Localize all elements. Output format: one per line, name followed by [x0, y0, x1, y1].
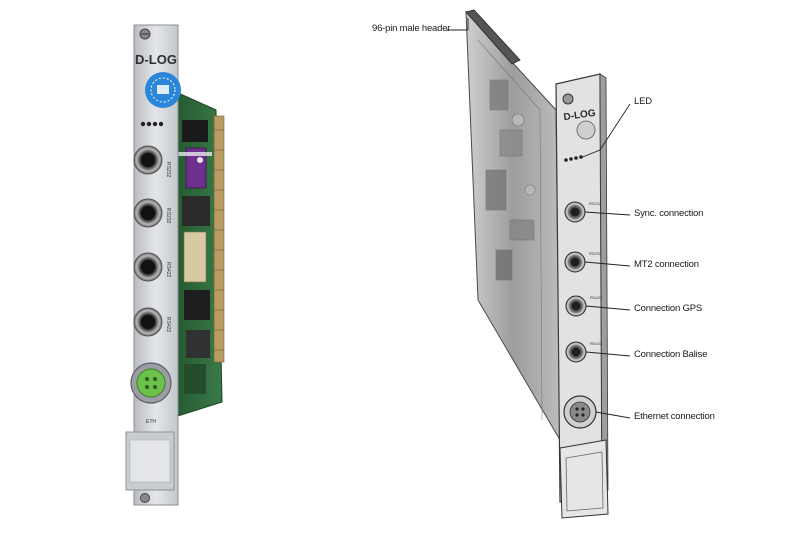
callout-leader-lines [446, 18, 631, 419]
left-port-4 [133, 307, 163, 337]
left-bottom-screw-icon [140, 493, 150, 503]
callout-led: LED [634, 96, 652, 107]
left-port-4-label: RS422 [165, 317, 171, 333]
left-port-3-label: RS422 [165, 262, 171, 278]
right-module-drawing: D-LOG RS232 RS232 RS422 RS422 [446, 9, 631, 519]
leader-balise [585, 351, 631, 357]
right-led-row [564, 155, 583, 162]
left-eth-label: ETH [146, 419, 156, 425]
right-front-panel [555, 73, 603, 503]
leader-sync [584, 211, 631, 216]
right-port-mt2 [564, 251, 586, 273]
left-port-2-label: RS232 [165, 208, 171, 224]
callout-96pin-header: 96-pin male header [372, 23, 451, 34]
callout-mt2-connection: MT2 connection [634, 259, 699, 270]
right-port-4-label: RS422 [590, 341, 603, 346]
leader-ethernet [595, 411, 631, 419]
leader-mt2 [584, 261, 631, 267]
left-module-photo: D-LOG RS232 RS232 RS422 [125, 24, 225, 506]
right-port-balise [565, 341, 587, 363]
right-ethernet-connector [563, 395, 597, 429]
left-blue-sticker [145, 72, 181, 108]
right-96pin-header [465, 9, 521, 65]
callout-connection-balise: Connection Balise [634, 349, 708, 360]
leader-gps [585, 305, 631, 311]
right-brand-label: D-LOG [563, 108, 597, 123]
left-pcb-board [175, 91, 225, 417]
leader-led [579, 103, 631, 159]
right-port-sync [564, 201, 586, 223]
right-bottom-handle [559, 439, 609, 519]
left-port-1 [133, 145, 163, 175]
right-port-1-label: RS232 [589, 201, 602, 206]
left-port-1-label: RS232 [165, 162, 171, 178]
right-sticker [576, 120, 596, 140]
left-ethernet-connector [130, 362, 172, 404]
right-top-screw-icon [562, 93, 574, 105]
callout-ethernet-connection: Ethernet connection [634, 411, 715, 422]
right-port-2-label: RS232 [589, 251, 602, 256]
left-port-3 [133, 252, 163, 282]
left-port-2 [133, 198, 163, 228]
callout-sync-connection: Sync. connection [634, 208, 704, 219]
right-port-gps [565, 295, 587, 317]
right-port-3-label: RS422 [590, 295, 603, 300]
callout-connection-gps: Connection GPS [634, 303, 702, 314]
left-brand-label: D-LOG [135, 52, 177, 67]
left-led-row [140, 121, 164, 127]
